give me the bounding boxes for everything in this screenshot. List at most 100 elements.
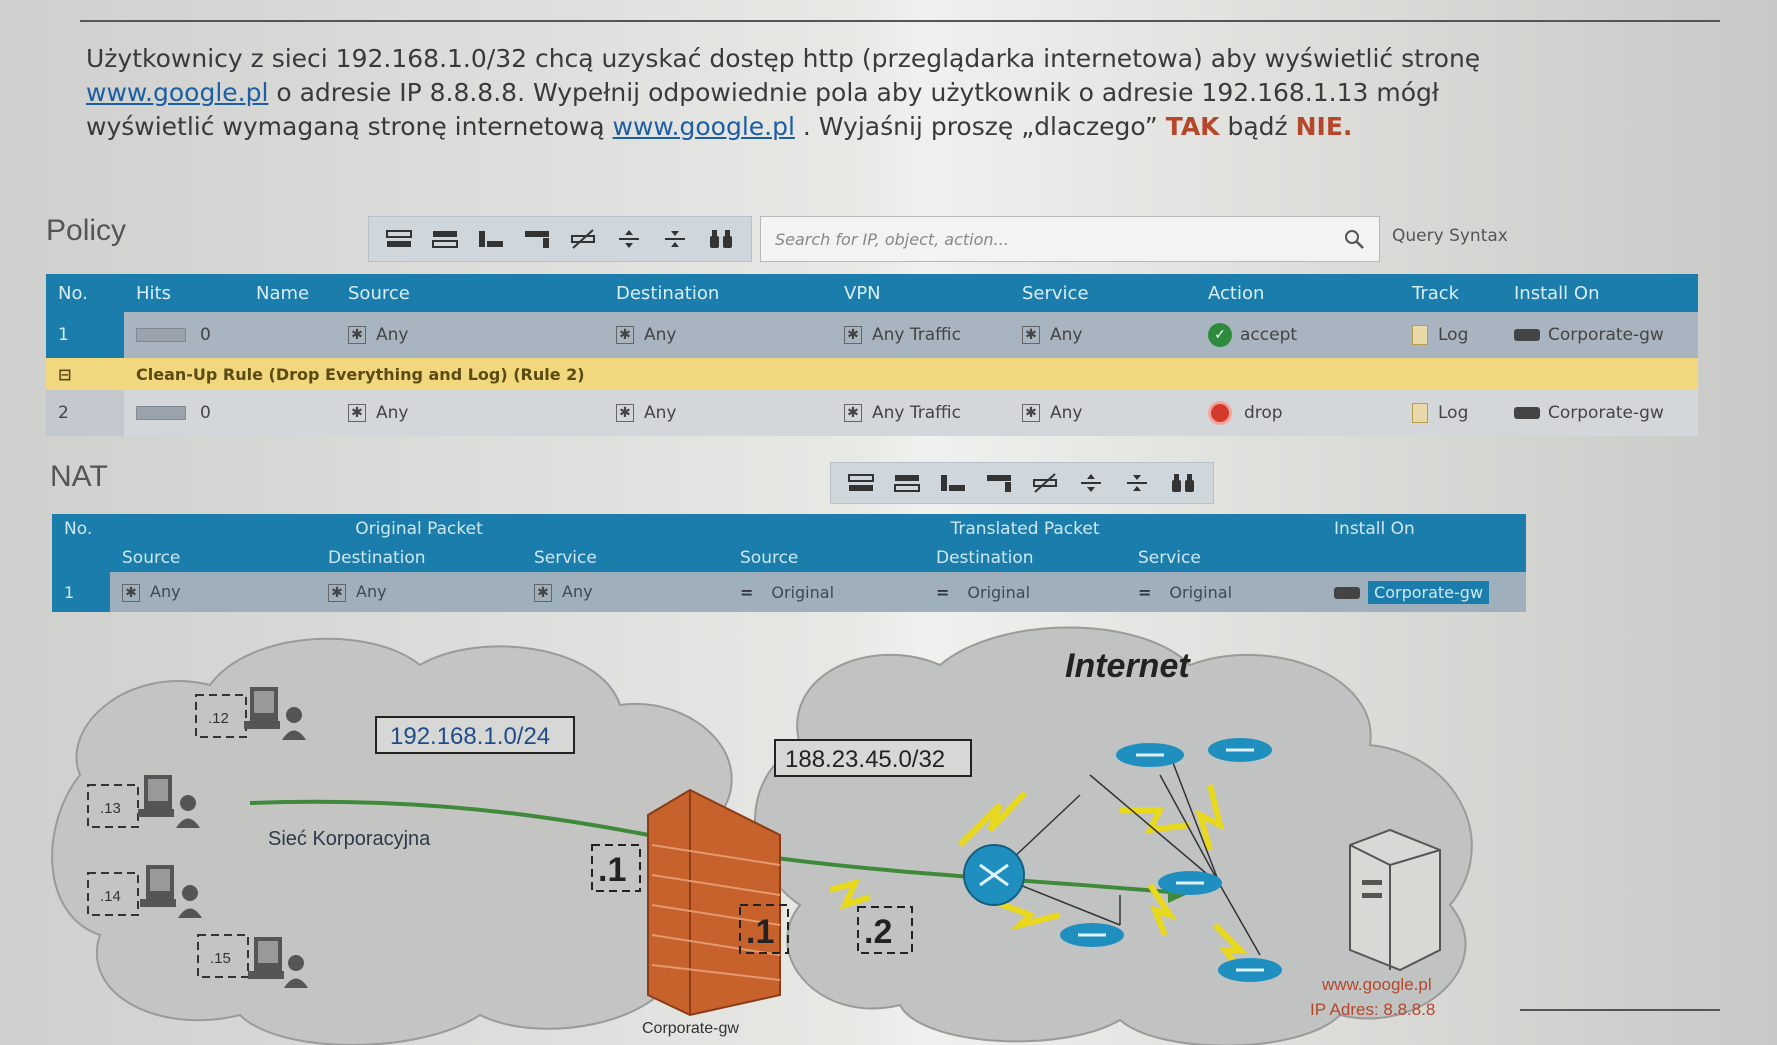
rule-destination[interactable]: ✱Any bbox=[604, 312, 832, 358]
nat-rule-number: 1 bbox=[52, 572, 110, 612]
nat-value: Any bbox=[562, 582, 593, 602]
expand-icon[interactable] bbox=[1075, 470, 1107, 496]
rule-service[interactable]: ✱Any bbox=[1010, 312, 1196, 358]
col-action: Action bbox=[1196, 274, 1400, 312]
rule-track[interactable]: Log bbox=[1400, 390, 1502, 436]
rule-install-on[interactable]: Corporate-gw bbox=[1502, 312, 1698, 358]
nat-col-orig-source: Source bbox=[110, 544, 316, 572]
internet-router-icon[interactable] bbox=[1218, 958, 1282, 982]
rule-source[interactable]: ✱Any bbox=[336, 390, 604, 436]
add-section-below-icon[interactable] bbox=[983, 470, 1015, 496]
nat-orig-service[interactable]: ✱ Any bbox=[522, 572, 728, 612]
section-collapse-toggle[interactable]: ⊟ bbox=[46, 358, 124, 390]
expand-icon[interactable] bbox=[613, 226, 645, 252]
search-icon[interactable] bbox=[1343, 228, 1365, 250]
nat-value: Original bbox=[1169, 582, 1233, 602]
nat-orig-destination[interactable]: ✱Any bbox=[316, 572, 522, 612]
lightning-link-icon bbox=[1195, 784, 1225, 851]
policy-rule-row[interactable]: 2 0 ✱Any ✱Any ✱Any Traffic ✱Any drop Log… bbox=[46, 390, 1698, 436]
firewall-icon[interactable] bbox=[647, 788, 781, 1017]
policy-table: No. Hits Name Source Destination VPN Ser… bbox=[46, 274, 1698, 436]
rule-service[interactable]: ✱Any bbox=[1010, 390, 1196, 436]
binoculars-icon[interactable] bbox=[705, 226, 737, 252]
rule-name[interactable] bbox=[244, 390, 336, 436]
add-rule-above-icon[interactable] bbox=[845, 470, 877, 496]
disable-rule-icon[interactable] bbox=[1029, 470, 1061, 496]
rule-destination[interactable]: ✱Any bbox=[604, 390, 832, 436]
host-12[interactable]: .12 bbox=[195, 687, 306, 740]
nat-col-trans-service: Service bbox=[1126, 544, 1323, 572]
nat-rule-row[interactable]: 1 ✱Any ✱Any ✱Any =Original =Original =Or… bbox=[52, 572, 1527, 612]
internet-router-icon[interactable] bbox=[1158, 871, 1222, 895]
host-ip-label: .13 bbox=[100, 800, 121, 817]
web-server-icon[interactable] bbox=[1349, 828, 1441, 972]
service-value: Any bbox=[1050, 403, 1083, 423]
internet-router-icon[interactable] bbox=[1208, 738, 1272, 762]
google-link-1[interactable]: www.google.pl bbox=[86, 78, 269, 107]
policy-search-input[interactable]: Search for IP, object, action... bbox=[760, 216, 1380, 262]
google-link-2[interactable]: www.google.pl bbox=[612, 112, 795, 141]
nat-trans-source[interactable]: =Original bbox=[728, 572, 924, 612]
host-ip-label: .12 bbox=[208, 710, 229, 727]
task-line-4: . Wyjaśnij proszę „dlaczego” bbox=[794, 112, 1166, 141]
vpn-value: Any Traffic bbox=[872, 403, 961, 423]
edge-router-icon[interactable] bbox=[963, 844, 1025, 906]
policy-rule-row[interactable]: 1 0 ✱Any ✱Any ✱Any Traffic ✱Any ✓accept … bbox=[46, 312, 1698, 358]
wan-net-box bbox=[774, 739, 972, 777]
nat-header-row-2: Source Destination Service Source Destin… bbox=[52, 544, 1527, 572]
host-15[interactable]: .15 bbox=[197, 934, 308, 988]
col-install-on: Install On bbox=[1502, 274, 1698, 312]
rule-install-on[interactable]: Corporate-gw bbox=[1502, 390, 1698, 436]
lan-name-label: Sieć Korporacyjna bbox=[268, 828, 431, 850]
rule-source[interactable]: ✱Any bbox=[336, 312, 604, 358]
rule-vpn[interactable]: ✱Any Traffic bbox=[832, 312, 1010, 358]
log-icon bbox=[1412, 325, 1428, 345]
host-13[interactable]: .13 bbox=[87, 775, 200, 828]
accept-icon: ✓ bbox=[1208, 323, 1232, 347]
any-object-icon: ✱ bbox=[122, 583, 140, 602]
nat-install-on[interactable]: Corporate-gw bbox=[1322, 572, 1527, 612]
nat-trans-service[interactable]: =Original bbox=[1126, 572, 1323, 612]
hits-bar bbox=[136, 328, 186, 342]
task-text: Użytkownicy z sieci 192.168.1.0/32 chcą … bbox=[86, 42, 1646, 144]
install-on-value: Corporate-gw bbox=[1548, 403, 1664, 423]
rule-name[interactable] bbox=[244, 312, 336, 358]
internet-label: Internet bbox=[1065, 647, 1191, 685]
rule-action[interactable]: ✓accept bbox=[1196, 312, 1400, 358]
any-object-icon: ✱ bbox=[348, 404, 366, 422]
collapse-icon[interactable] bbox=[659, 226, 691, 252]
col-no: No. bbox=[46, 274, 124, 312]
binoculars-icon[interactable] bbox=[1167, 470, 1199, 496]
add-section-above-icon[interactable] bbox=[937, 470, 969, 496]
nat-toolbar bbox=[830, 462, 1214, 504]
any-object-icon: ✱ bbox=[534, 583, 552, 602]
add-rule-above-icon[interactable] bbox=[383, 226, 415, 252]
policy-toolbar bbox=[368, 216, 752, 262]
add-rule-below-icon[interactable] bbox=[429, 226, 461, 252]
nat-original-packet-header: Original Packet bbox=[110, 514, 728, 544]
col-destination: Destination bbox=[604, 274, 832, 312]
router-ip-box bbox=[857, 906, 913, 954]
rule-action[interactable]: drop bbox=[1196, 390, 1400, 436]
internet-router-icon[interactable] bbox=[1060, 923, 1124, 947]
nat-install-on-value: Corporate-gw bbox=[1368, 580, 1490, 604]
add-section-below-icon[interactable] bbox=[521, 226, 553, 252]
query-syntax-link[interactable]: Query Syntax bbox=[1392, 226, 1508, 246]
section-header-row[interactable]: ⊟ Clean-Up Rule (Drop Everything and Log… bbox=[46, 358, 1698, 390]
nat-trans-destination[interactable]: =Original bbox=[924, 572, 1126, 612]
nat-subheader-empty bbox=[52, 544, 110, 572]
add-section-above-icon[interactable] bbox=[475, 226, 507, 252]
host-14[interactable]: .14 bbox=[87, 865, 202, 918]
lightning-link-icon bbox=[829, 878, 871, 910]
collapse-icon[interactable] bbox=[1121, 470, 1153, 496]
rule-vpn[interactable]: ✱Any Traffic bbox=[832, 390, 1010, 436]
disable-rule-icon[interactable] bbox=[567, 226, 599, 252]
rule-track[interactable]: Log bbox=[1400, 312, 1502, 358]
col-source: Source bbox=[336, 274, 604, 312]
track-value: Log bbox=[1438, 403, 1469, 423]
router-ip: .2 bbox=[864, 913, 892, 951]
host-ip-label: .14 bbox=[100, 888, 121, 905]
add-rule-below-icon[interactable] bbox=[891, 470, 923, 496]
internet-router-icon[interactable] bbox=[1116, 743, 1184, 767]
nat-orig-source[interactable]: ✱Any bbox=[110, 572, 316, 612]
